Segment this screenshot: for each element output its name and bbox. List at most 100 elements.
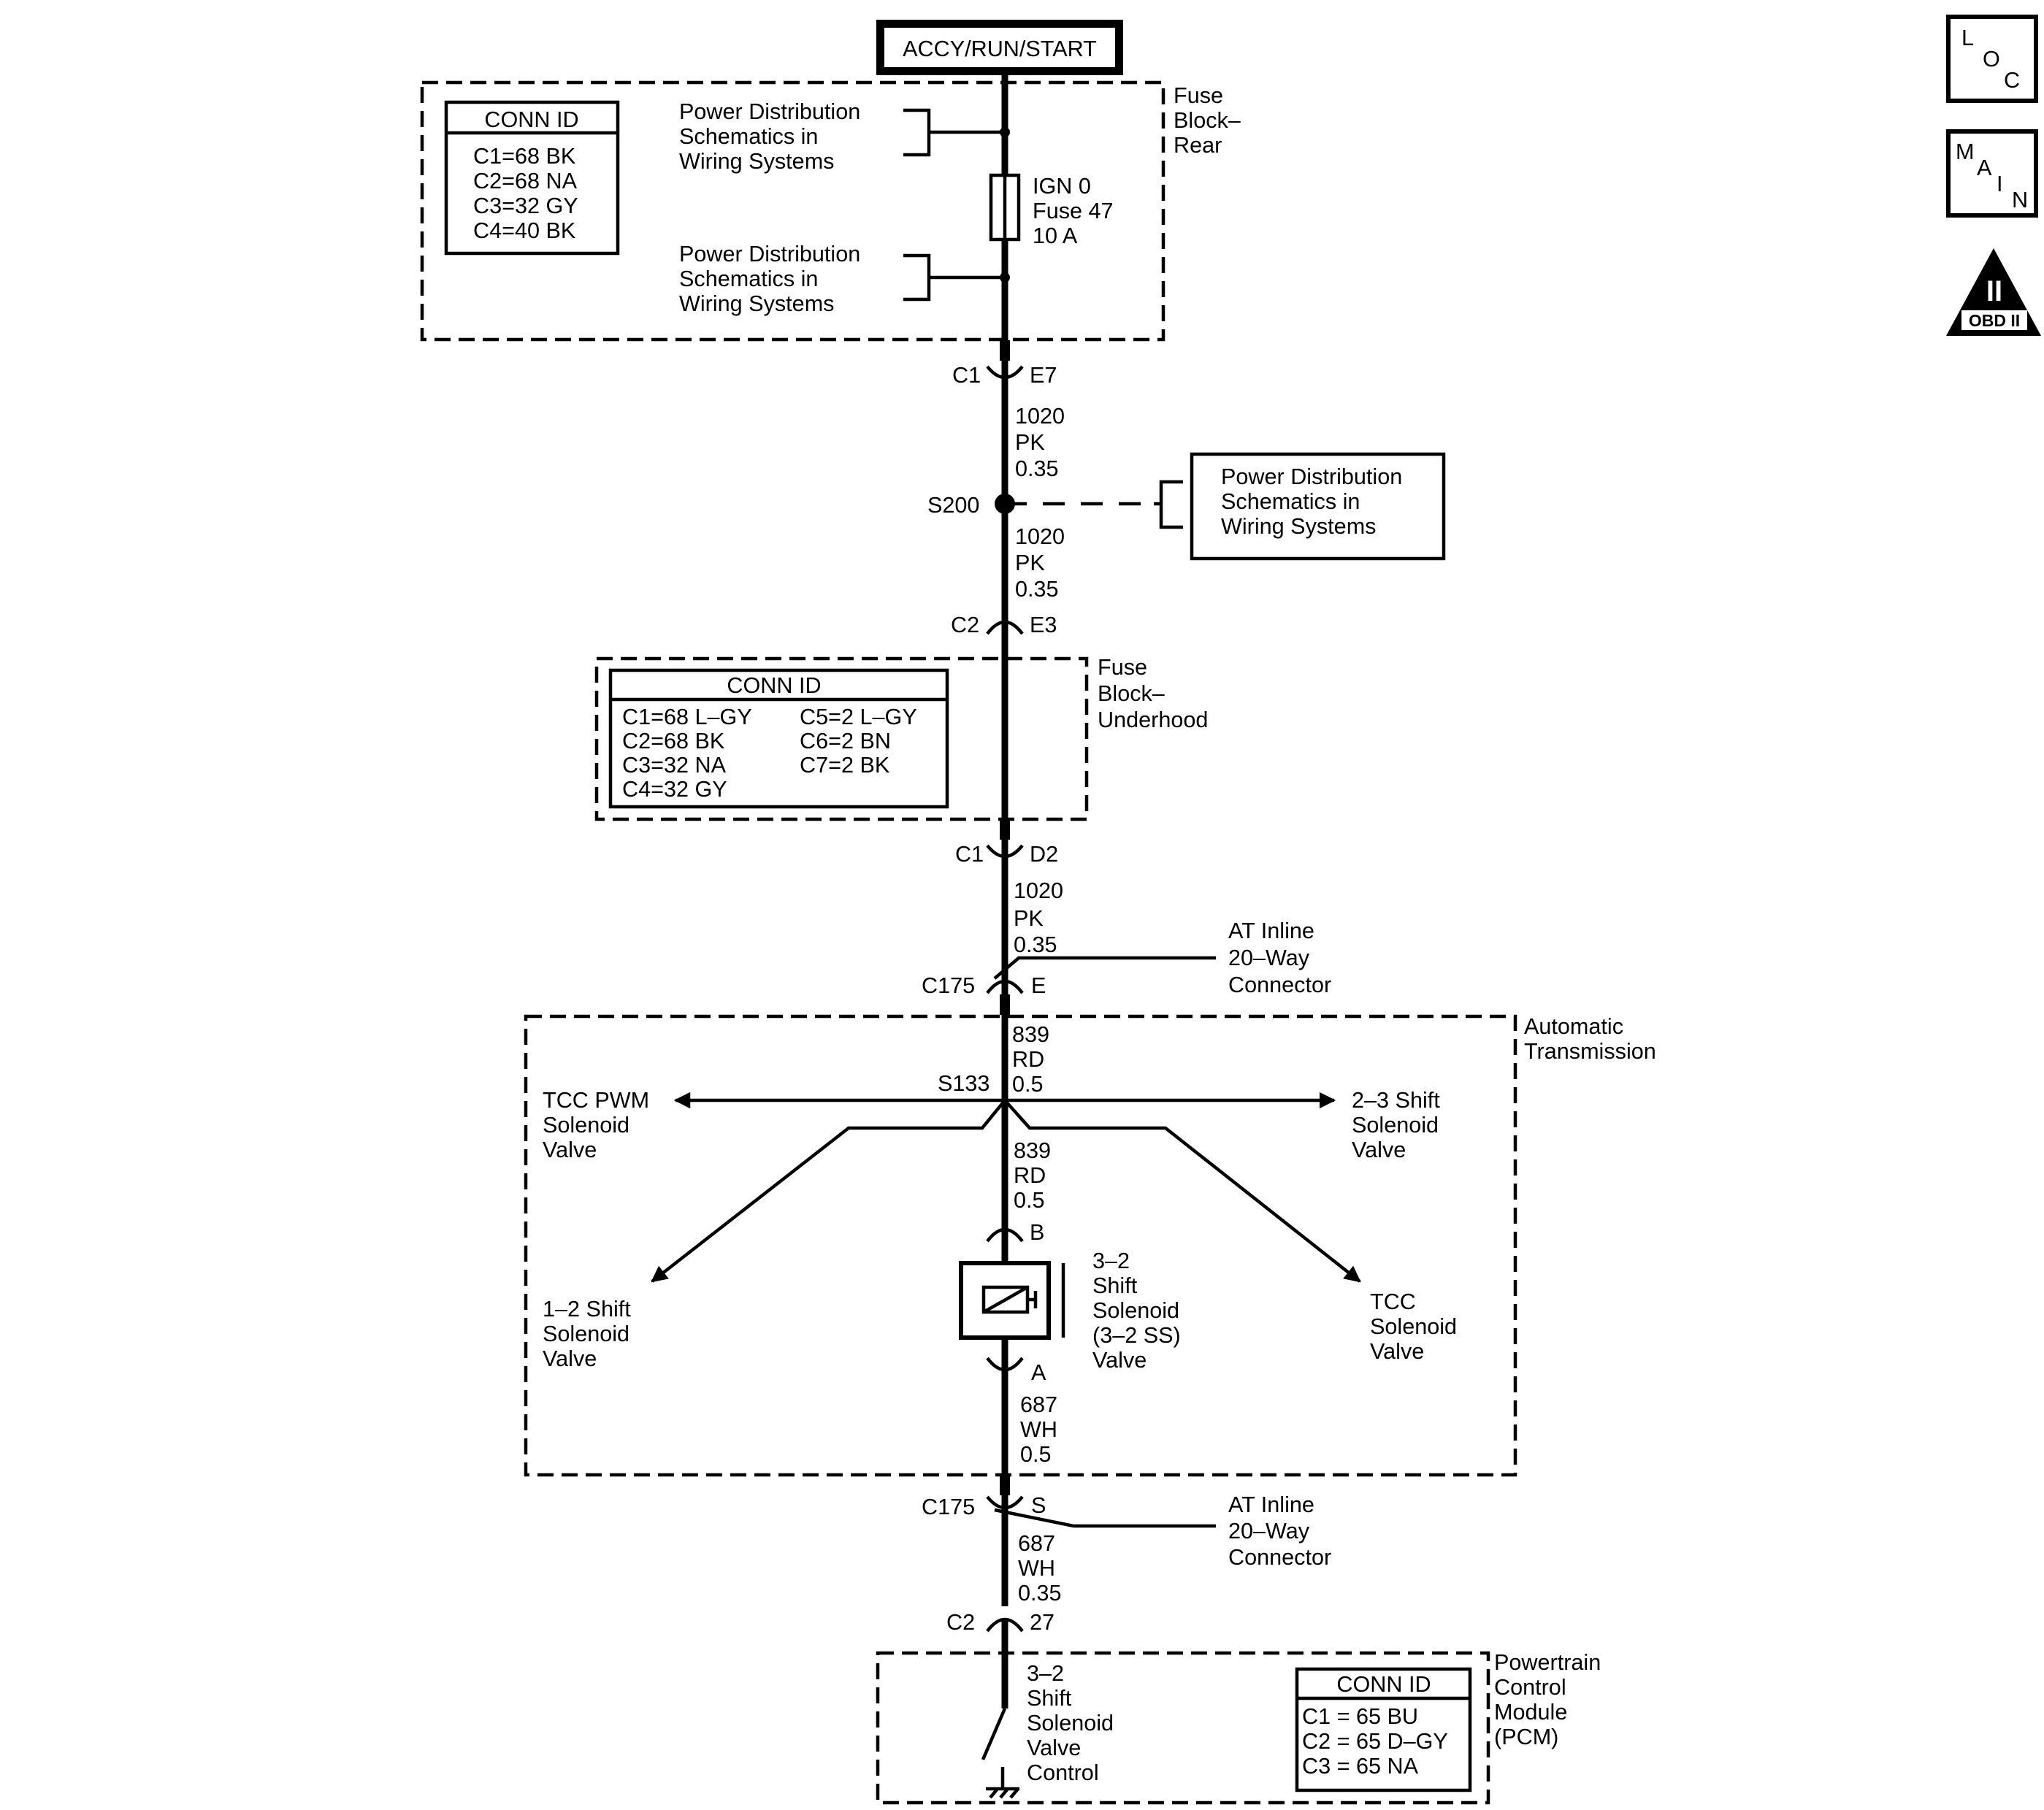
svg-text:0.5: 0.5	[1012, 1072, 1044, 1097]
svg-text:C2: C2	[946, 1610, 975, 1635]
svg-text:Power Distribution: Power Distribution	[679, 242, 860, 266]
svg-text:Power Distribution: Power Distribution	[679, 99, 860, 124]
svg-text:Valve: Valve	[1370, 1339, 1424, 1364]
fuse-block-rear-name: Fuse Block– Rear	[1174, 83, 1241, 158]
svg-text:687: 687	[1018, 1531, 1055, 1556]
connector-c1-e7: C1 E7	[952, 363, 1057, 388]
wire-839-a-label: 839 RD 0.5	[1012, 1022, 1049, 1097]
svg-text:ACCY/RUN/START: ACCY/RUN/START	[903, 37, 1097, 61]
svg-text:OBD II: OBD II	[1969, 311, 2020, 330]
svg-text:Solenoid: Solenoid	[1027, 1711, 1114, 1736]
svg-text:E3: E3	[1030, 613, 1057, 637]
svg-text:D2: D2	[1030, 842, 1058, 867]
svg-text:Fuse: Fuse	[1098, 655, 1147, 680]
solenoid-3-2	[959, 1261, 1051, 1340]
svg-text:Connector: Connector	[1228, 973, 1331, 997]
at-inline-connector-2: AT Inline 20–Way Connector	[1228, 1492, 1331, 1570]
svg-text:C175: C175	[922, 973, 975, 998]
wire-839-b-label: 839 RD 0.5	[1014, 1138, 1051, 1213]
svg-text:Solenoid: Solenoid	[1370, 1314, 1457, 1339]
pcm-boundary	[876, 1651, 1490, 1805]
svg-text:Valve: Valve	[543, 1346, 597, 1371]
svg-text:II: II	[1986, 275, 2002, 307]
pd-reference-2: Power Distribution Schematics in Wiring …	[679, 242, 1010, 316]
wire-1020-b-label: 1020 PK 0.35	[1015, 524, 1065, 602]
solenoid-3-2-label: 3–2 Shift Solenoid (3–2 SS) Valve	[1092, 1249, 1181, 1373]
svg-text:L: L	[1961, 26, 1974, 50]
svg-text:Schematics in: Schematics in	[1221, 489, 1360, 514]
svg-text:C: C	[2004, 68, 2020, 93]
svg-text:E: E	[1031, 973, 1046, 998]
svg-text:Wiring Systems: Wiring Systems	[679, 291, 834, 316]
svg-text:Solenoid: Solenoid	[543, 1322, 629, 1346]
connector-c2-e3: C2 E3	[951, 613, 1057, 637]
svg-text:Automatic: Automatic	[1524, 1014, 1623, 1039]
svg-text:Fuse: Fuse	[1174, 83, 1223, 108]
svg-text:Shift: Shift	[1027, 1686, 1072, 1711]
obd-ii-icon[interactable]: OBD II II	[1946, 248, 2041, 336]
svg-text:0.35: 0.35	[1015, 456, 1059, 481]
svg-text:2–3 Shift: 2–3 Shift	[1352, 1088, 1440, 1113]
svg-text:Fuse 47: Fuse 47	[1033, 199, 1114, 223]
connector-c175-s: C175 S	[922, 1493, 1216, 1528]
fuse-block-rear-boundary	[420, 80, 1165, 342]
connector-c1-d2: C1 D2	[955, 842, 1058, 867]
pin-b: B	[986, 1220, 1044, 1245]
svg-text:TCC: TCC	[1370, 1289, 1416, 1314]
svg-text:Valve: Valve	[1352, 1138, 1406, 1162]
svg-text:Underhood: Underhood	[1098, 707, 1208, 732]
svg-text:Control: Control	[1027, 1760, 1099, 1785]
svg-text:Solenoid: Solenoid	[543, 1113, 629, 1138]
svg-text:Shift: Shift	[1092, 1273, 1138, 1298]
svg-text:Wiring Systems: Wiring Systems	[1221, 514, 1376, 539]
svg-text:C3 = 65 NA: C3 = 65 NA	[1302, 1754, 1419, 1779]
loc-icon[interactable]: L O C	[1946, 15, 2038, 103]
svg-text:A: A	[1977, 156, 1992, 180]
svg-text:839: 839	[1012, 1022, 1049, 1047]
shift-2-3-solenoid-label: 2–3 Shift Solenoid Valve	[1352, 1088, 1440, 1162]
svg-text:Schematics in: Schematics in	[679, 124, 818, 149]
svg-text:Valve: Valve	[543, 1138, 597, 1162]
svg-text:1020: 1020	[1015, 524, 1065, 549]
main-icon[interactable]: M A I N	[1946, 129, 2038, 218]
svg-text:S200: S200	[927, 493, 979, 518]
svg-text:Control: Control	[1494, 1675, 1566, 1700]
svg-text:S: S	[1031, 1493, 1046, 1518]
svg-text:(PCM): (PCM)	[1494, 1725, 1558, 1749]
svg-text:C1: C1	[955, 842, 984, 867]
svg-text:Rear: Rear	[1174, 133, 1222, 158]
svg-text:Solenoid: Solenoid	[1352, 1113, 1439, 1138]
automatic-transmission-name: Automatic Transmission	[1524, 1014, 1656, 1064]
svg-text:RD: RD	[1012, 1047, 1044, 1072]
svg-text:Block–: Block–	[1174, 108, 1241, 133]
fuse-block-rear-conn-id: CONN ID C1=68 BK C2=68 NA C3=32 GY C4=40…	[444, 100, 620, 256]
fuse-block-underhood-name: Fuse Block– Underhood	[1098, 655, 1208, 732]
svg-text:C1: C1	[952, 363, 981, 388]
svg-text:O: O	[1983, 47, 2000, 72]
fuse-47: IGN 0 Fuse 47 10 A	[989, 173, 1114, 248]
svg-text:CONN ID: CONN ID	[484, 107, 578, 132]
automatic-transmission-boundary	[524, 1014, 1517, 1477]
svg-text:WH: WH	[1020, 1417, 1057, 1442]
power-source-label: ACCY/RUN/START	[876, 20, 1123, 75]
svg-text:C1=68 L–GY: C1=68 L–GY	[622, 705, 752, 729]
svg-text:1020: 1020	[1014, 878, 1063, 903]
svg-text:C2: C2	[951, 613, 979, 637]
svg-text:C3=32 NA: C3=32 NA	[622, 753, 727, 778]
splice-s200: S200	[927, 493, 1161, 518]
connector-stubs	[1000, 340, 1010, 1495]
svg-text:3–2: 3–2	[1027, 1661, 1064, 1686]
svg-text:I: I	[1997, 172, 2003, 196]
svg-text:IGN 0: IGN 0	[1033, 174, 1091, 199]
svg-text:C2=68 BK: C2=68 BK	[622, 729, 725, 753]
svg-text:TCC PWM: TCC PWM	[543, 1088, 649, 1113]
svg-text:WH: WH	[1018, 1556, 1055, 1581]
svg-text:PK: PK	[1015, 430, 1045, 455]
svg-text:Connector: Connector	[1228, 1545, 1331, 1570]
svg-text:PK: PK	[1014, 906, 1044, 931]
branch-to-tcc	[1003, 1099, 1361, 1283]
svg-text:Powertrain: Powertrain	[1494, 1650, 1601, 1675]
pcm-low-side-switch	[981, 1708, 1019, 1799]
svg-text:C1 = 65 BU: C1 = 65 BU	[1302, 1704, 1418, 1729]
fuse-block-underhood-conn-id: CONN ID C1=68 L–GY C2=68 BK C3=32 NA C4=…	[608, 668, 949, 809]
